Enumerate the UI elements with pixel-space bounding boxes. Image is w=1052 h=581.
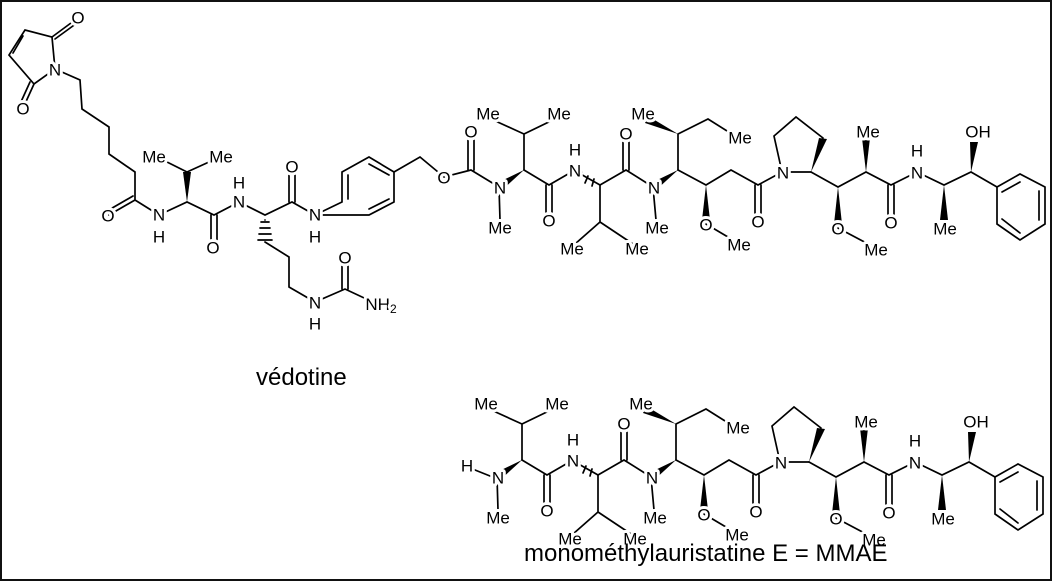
atom-h: H [461,457,473,476]
atom-o: O [464,123,477,142]
atom-n: N [233,193,245,212]
mmae-caption: monométhylauristatine E = MMAE [524,540,888,567]
atom-o: O [285,158,298,177]
atom-h: H [233,174,245,193]
atom-n: N [309,294,321,313]
atom-nh2: NH2 [365,295,397,317]
atom-o: O [16,100,29,119]
vedotine-structure: N O O O N H Me Me O N H O N H O N H NH2 … [7,6,1045,337]
atom-n: N [153,206,165,225]
mmae-structure: H [458,395,1043,550]
atom-o: O [437,169,450,188]
atom-n: N [309,206,321,225]
atom-h: H [153,228,165,247]
atom-o: O [206,239,219,258]
atom-me: Me [142,148,166,167]
atom-o: O [101,207,114,226]
atom-h: H [309,315,321,334]
atom-h: H [309,228,321,247]
atom-o: O [338,249,351,268]
vedotine-caption: védotine [256,364,347,391]
atom-o: O [71,9,84,28]
atom-n: N [49,61,61,80]
atom-me: Me [209,148,233,167]
